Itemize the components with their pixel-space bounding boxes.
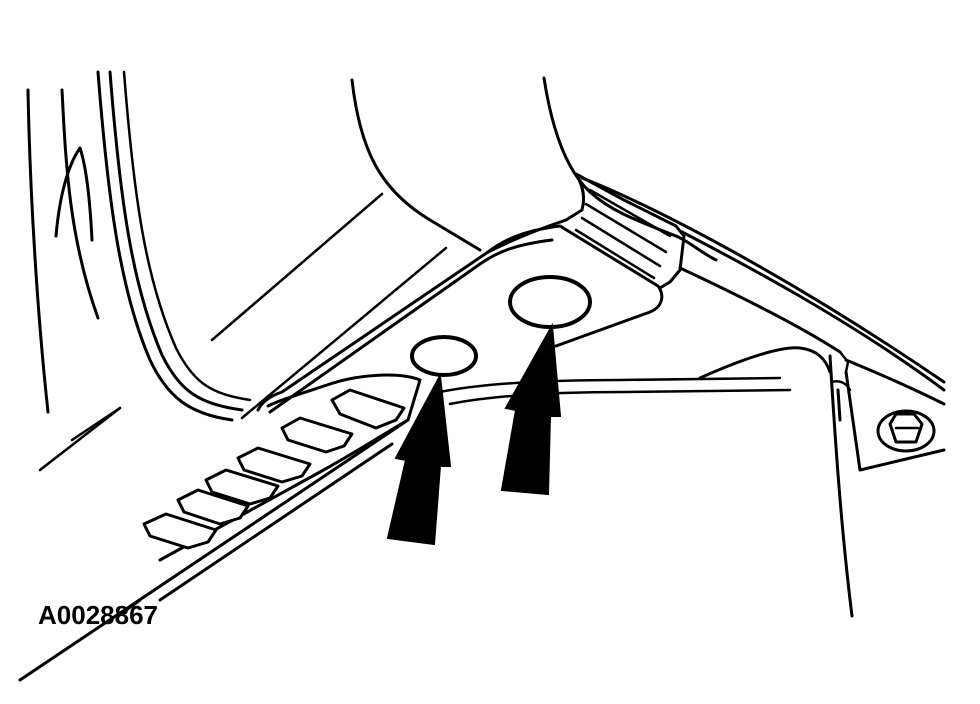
hole-plug-right: [508, 275, 592, 329]
figure-id-label: A0028867: [38, 600, 158, 630]
door-pillar: [26, 70, 252, 472]
bolt-icon: [876, 409, 936, 453]
arrow-up-icon: [500, 322, 562, 496]
hole-plug-left: [410, 335, 478, 377]
floor-plate: [256, 172, 686, 414]
scuff-plate: [142, 373, 422, 562]
arrow-up-icon: [386, 372, 452, 546]
rocker-panel: [580, 176, 946, 618]
seat-base-contour: [210, 76, 718, 420]
